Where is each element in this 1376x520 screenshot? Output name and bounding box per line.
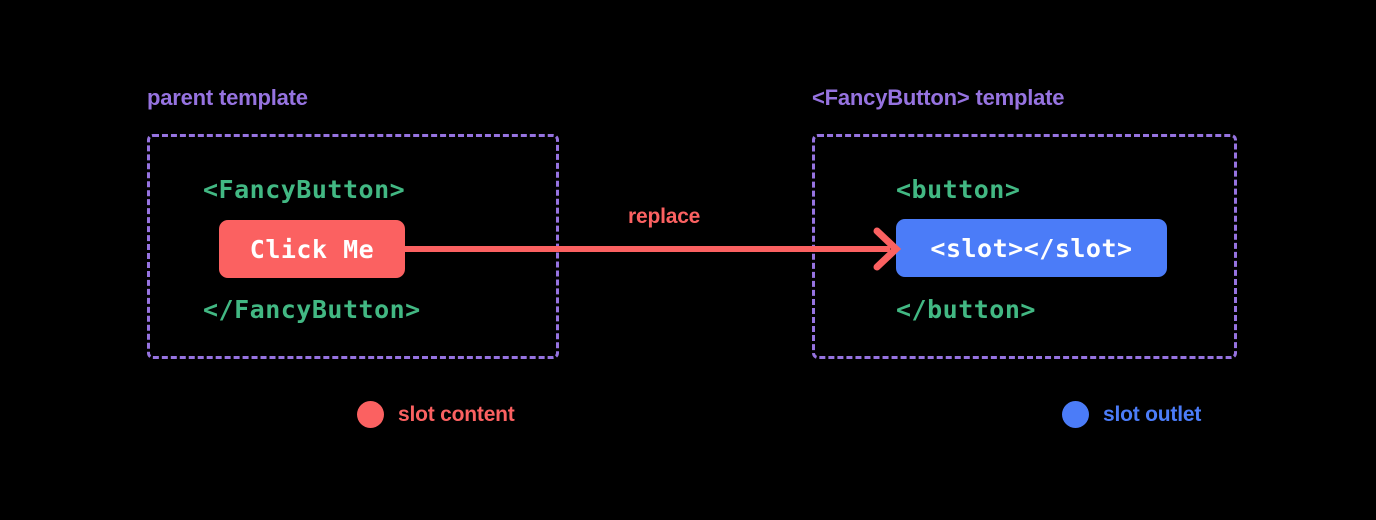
parent-template-caption: parent template bbox=[147, 85, 308, 110]
legend-label-slot-content: slot content bbox=[398, 402, 515, 426]
parent-open-tag: <FancyButton> bbox=[203, 175, 406, 204]
fancybutton-template-caption: <FancyButton> template bbox=[812, 85, 1065, 110]
replace-arrow-icon bbox=[395, 227, 902, 271]
legend-item-slot-outlet: slot outlet bbox=[1062, 401, 1201, 428]
replace-label: replace bbox=[628, 205, 701, 228]
slot-outlet-chip: <slot></slot> bbox=[896, 219, 1167, 277]
button-open-tag: <button> bbox=[896, 175, 1021, 204]
slot-content-dot-icon bbox=[357, 401, 384, 428]
slot-content-chip: Click Me bbox=[219, 220, 405, 278]
parent-close-tag: </FancyButton> bbox=[203, 295, 421, 324]
button-close-tag: </button> bbox=[896, 295, 1036, 324]
legend-label-slot-outlet: slot outlet bbox=[1103, 402, 1202, 426]
legend-item-slot-content: slot content bbox=[357, 401, 515, 428]
slot-outlet-dot-icon bbox=[1062, 401, 1089, 428]
